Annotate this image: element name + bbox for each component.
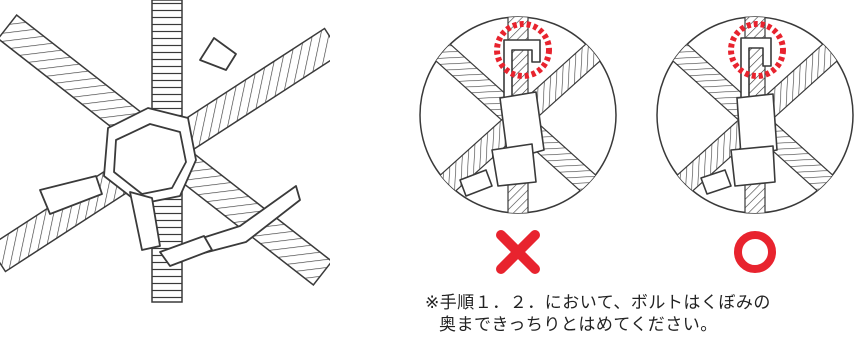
incorrect-example-drawing xyxy=(419,16,617,274)
correct-example-drawing xyxy=(656,16,854,273)
clamp-assembly-illustration xyxy=(0,0,330,310)
highlight-circle xyxy=(728,21,786,79)
clamp-assembly-drawing xyxy=(0,0,330,303)
cross-mark-icon xyxy=(496,230,540,274)
instruction-note: ※手順１．２．において、ボルトはくぼみの 奥まできっちりとはめてください。 xyxy=(425,292,855,336)
note-line-1: ※手順１．２．において、ボルトはくぼみの xyxy=(425,293,771,313)
highlight-circle xyxy=(494,21,552,79)
clamp-body xyxy=(39,37,301,267)
correct-example-panel xyxy=(647,0,862,290)
note-line-2: 奥まできっちりとはめてください。 xyxy=(439,315,718,335)
circle-mark-icon xyxy=(734,231,776,273)
incorrect-example-panel xyxy=(412,0,627,290)
